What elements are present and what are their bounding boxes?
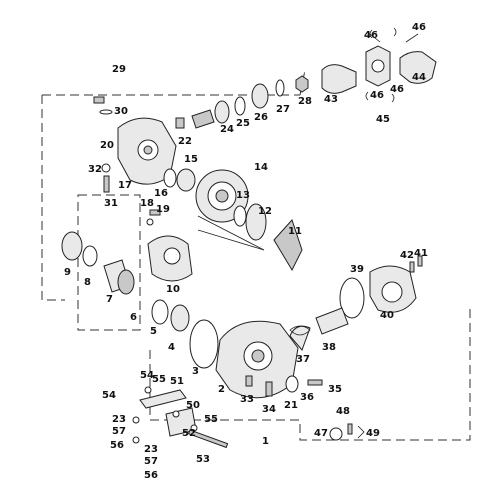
callout-34: 34 bbox=[262, 404, 276, 415]
callout-11: 11 bbox=[288, 226, 302, 237]
callout-33: 33 bbox=[240, 394, 254, 405]
small-bolts-group bbox=[146, 209, 161, 226]
fasteners-group bbox=[245, 325, 323, 397]
callout-38: 38 bbox=[322, 342, 336, 353]
callout-46b: 46 bbox=[412, 22, 426, 33]
callout-8: 8 bbox=[84, 277, 91, 288]
callout-19: 19 bbox=[156, 204, 170, 215]
ring-gear-group bbox=[163, 168, 303, 272]
callout-28: 28 bbox=[298, 96, 312, 107]
callout-56a: 56 bbox=[110, 440, 124, 451]
callout-46d: 46 bbox=[390, 84, 404, 95]
callout-31: 31 bbox=[104, 198, 118, 209]
callout-54b: 54 bbox=[102, 390, 116, 401]
callout-16: 16 bbox=[154, 188, 168, 199]
callout-55b: 55 bbox=[204, 414, 218, 425]
callout-2: 2 bbox=[218, 384, 225, 395]
callout-21: 21 bbox=[284, 400, 298, 411]
callout-30: 30 bbox=[114, 106, 128, 117]
callout-57a: 57 bbox=[112, 426, 126, 437]
callout-15: 15 bbox=[184, 154, 198, 165]
rear-cover-group bbox=[315, 255, 423, 335]
callout-48: 48 bbox=[336, 406, 350, 417]
callout-49: 49 bbox=[366, 428, 380, 439]
callout-14: 14 bbox=[254, 162, 268, 173]
callout-26: 26 bbox=[254, 112, 268, 123]
callout-42: 42 bbox=[400, 250, 414, 261]
callout-43: 43 bbox=[324, 94, 338, 105]
callout-39: 39 bbox=[350, 264, 364, 275]
callout-32: 32 bbox=[88, 164, 102, 175]
sub-assembly-boundary bbox=[77, 194, 141, 331]
callout-54a: 54 bbox=[140, 370, 154, 381]
callout-5: 5 bbox=[150, 326, 157, 337]
callout-56b: 56 bbox=[144, 470, 158, 480]
callout-13: 13 bbox=[236, 190, 250, 201]
callout-23b: 23 bbox=[144, 444, 158, 455]
callout-45: 45 bbox=[376, 114, 390, 125]
callout-23a: 23 bbox=[112, 414, 126, 425]
callout-9: 9 bbox=[64, 267, 71, 278]
callout-1: 1 bbox=[262, 436, 269, 447]
callout-55a: 55 bbox=[152, 374, 166, 385]
callout-labels: 1 2 3 4 5 6 7 8 9 10 11 12 13 14 15 16 1… bbox=[64, 22, 428, 480]
callout-6: 6 bbox=[130, 312, 137, 323]
callout-24: 24 bbox=[220, 124, 234, 135]
callout-50: 50 bbox=[186, 400, 200, 411]
clip-group bbox=[329, 423, 365, 441]
callout-51: 51 bbox=[170, 376, 184, 387]
callout-22: 22 bbox=[178, 136, 192, 147]
callout-27: 27 bbox=[276, 104, 290, 115]
callout-44: 44 bbox=[412, 72, 426, 83]
callout-25: 25 bbox=[236, 118, 250, 129]
callout-40: 40 bbox=[380, 310, 394, 321]
callout-41: 41 bbox=[414, 248, 428, 259]
callout-12: 12 bbox=[258, 206, 272, 217]
callout-35: 35 bbox=[328, 384, 342, 395]
differential-group bbox=[61, 231, 219, 369]
main-housing-group bbox=[215, 320, 311, 399]
callout-29: 29 bbox=[112, 64, 126, 75]
callout-20: 20 bbox=[100, 140, 114, 151]
callout-3: 3 bbox=[192, 366, 199, 377]
callout-4: 4 bbox=[168, 342, 175, 353]
callout-52: 52 bbox=[182, 428, 196, 439]
callout-37: 37 bbox=[296, 354, 310, 365]
bracket-group bbox=[132, 386, 229, 449]
callout-46c: 46 bbox=[370, 90, 384, 101]
callout-57b: 57 bbox=[144, 456, 158, 467]
callout-10: 10 bbox=[166, 284, 180, 295]
callout-47: 47 bbox=[314, 428, 328, 439]
assembly-boundary bbox=[41, 69, 471, 441]
callout-7: 7 bbox=[106, 294, 113, 305]
pinion-parts-group bbox=[175, 75, 309, 129]
callout-17: 17 bbox=[118, 180, 132, 191]
callout-18: 18 bbox=[140, 198, 154, 209]
callout-53: 53 bbox=[196, 454, 210, 465]
callout-46a: 46 bbox=[364, 30, 378, 41]
callout-36: 36 bbox=[300, 392, 314, 403]
leader-lines bbox=[197, 33, 419, 251]
cover-group bbox=[93, 96, 177, 193]
